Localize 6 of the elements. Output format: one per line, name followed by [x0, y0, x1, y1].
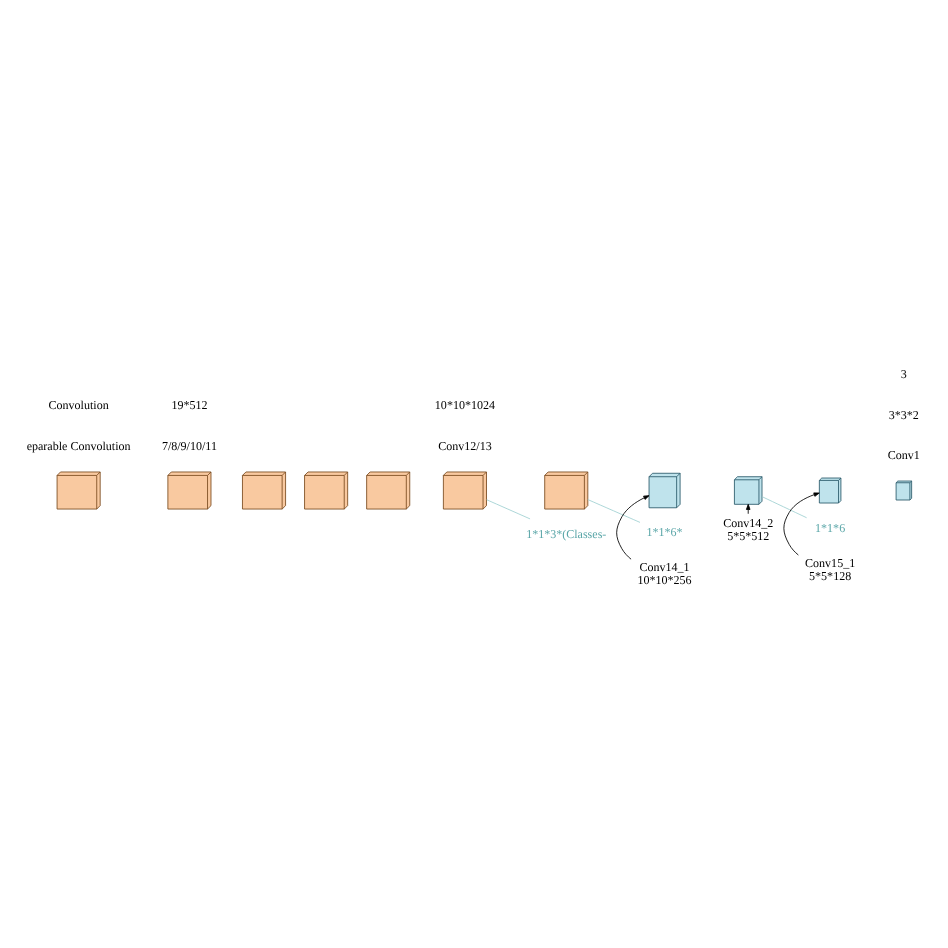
arrow [616, 494, 650, 559]
connector [486, 498, 531, 519]
connector [761, 495, 808, 518]
connector [587, 498, 641, 522]
arrow [783, 491, 820, 555]
arrow [746, 502, 751, 514]
